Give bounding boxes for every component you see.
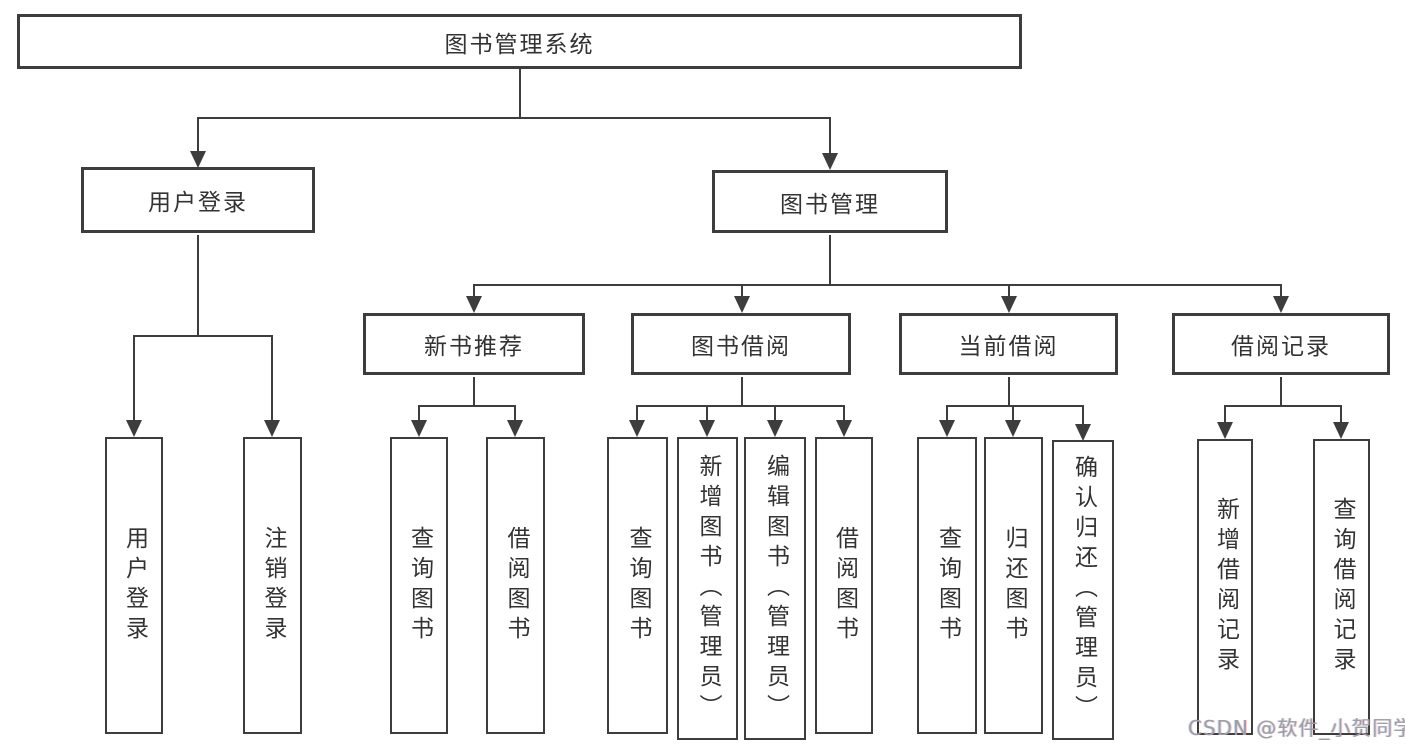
leaf-add-borrow-record: 新增借阅记录 [1197,439,1253,735]
leaf-query-books-current: 查询图书 [917,437,977,734]
leaf-return-book: 归还图书 [984,437,1043,734]
leaf-add-book-admin: 新增图书（管理员） [677,437,738,740]
node-current-borrowing: 当前借阅 [899,313,1118,375]
leaf-logout: 注销登录 [243,437,302,734]
node-library-management-system: 图书管理系统 [17,14,1022,69]
leaf-borrow-books-recommendation: 借阅图书 [486,437,545,734]
leaf-user-login: 用户登录 [105,437,163,734]
leaf-confirm-return-admin: 确认归还（管理员） [1052,440,1114,740]
leaf-query-books-borrowing: 查询图书 [607,437,668,734]
node-borrowing-records: 借阅记录 [1172,313,1390,375]
leaf-query-books-recommendation: 查询图书 [390,437,448,734]
arrowheads [126,151,1349,441]
leaf-query-borrow-record: 查询借阅记录 [1313,439,1370,735]
node-new-book-recommendation: 新书推荐 [363,313,585,375]
node-book-management: 图书管理 [712,170,948,233]
node-user-login: 用户登录 [81,167,315,233]
csdn-watermark: CSDN @软件_小贺同学 [1188,716,1405,740]
leaf-edit-book-admin: 编辑图书（管理员） [744,437,806,740]
leaf-borrow-books-borrowing: 借阅图书 [815,437,873,734]
node-book-borrowing: 图书借阅 [631,313,851,375]
